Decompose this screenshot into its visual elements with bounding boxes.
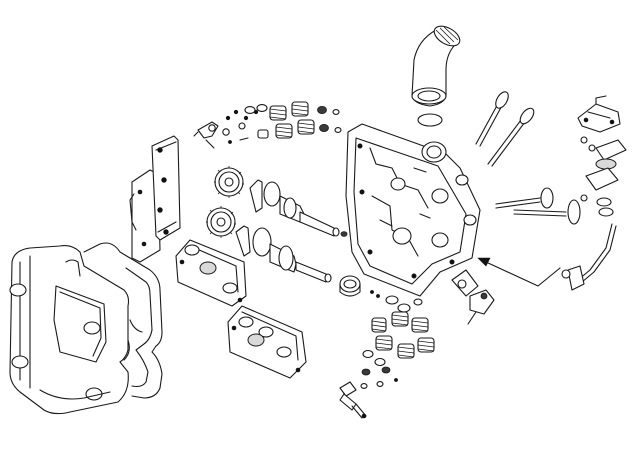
exhaust-valve-1 [495, 187, 554, 209]
valve-cover-gasket [83, 242, 163, 399]
cam-sprocket-upper [214, 166, 244, 198]
valve-spring [375, 335, 393, 351]
valve-spring [411, 317, 429, 333]
oil-feed-pipe [561, 223, 617, 291]
valve-spring [371, 317, 387, 333]
intake-valve-1 [475, 91, 509, 147]
lower-valve-spring-set [360, 311, 435, 389]
valve-cover [9, 245, 130, 415]
camshaft-lower [235, 225, 332, 283]
cam-sprocket-lower [206, 206, 236, 238]
intake-manifold-elbow [411, 25, 461, 127]
tensioner-bolt-set [193, 109, 259, 149]
valve-spring [291, 101, 309, 117]
assembly-arrow [477, 257, 561, 287]
valve-spring [269, 105, 287, 121]
cam-bearing-bridge [129, 135, 181, 263]
valve-spring [417, 337, 435, 353]
cylinder-head [345, 123, 481, 297]
cam-carrier-upper [175, 239, 247, 307]
valve-spring [275, 123, 293, 139]
upper-valve-spring-set [244, 101, 342, 139]
cam-chain-tensioner-bracket [577, 95, 627, 202]
spark-plug [339, 381, 367, 419]
cam-carrier-lower [227, 305, 307, 379]
exhaust-valve-2 [513, 197, 614, 225]
valve-spring [391, 311, 409, 327]
valve-spring [297, 119, 315, 135]
intake-o-ring [417, 113, 443, 127]
temperature-sensor-housing [451, 269, 495, 325]
intake-valve-2 [487, 107, 535, 167]
valve-spring [397, 343, 415, 359]
oil-cap-left [9, 283, 27, 297]
camshaft-upper [249, 179, 340, 237]
